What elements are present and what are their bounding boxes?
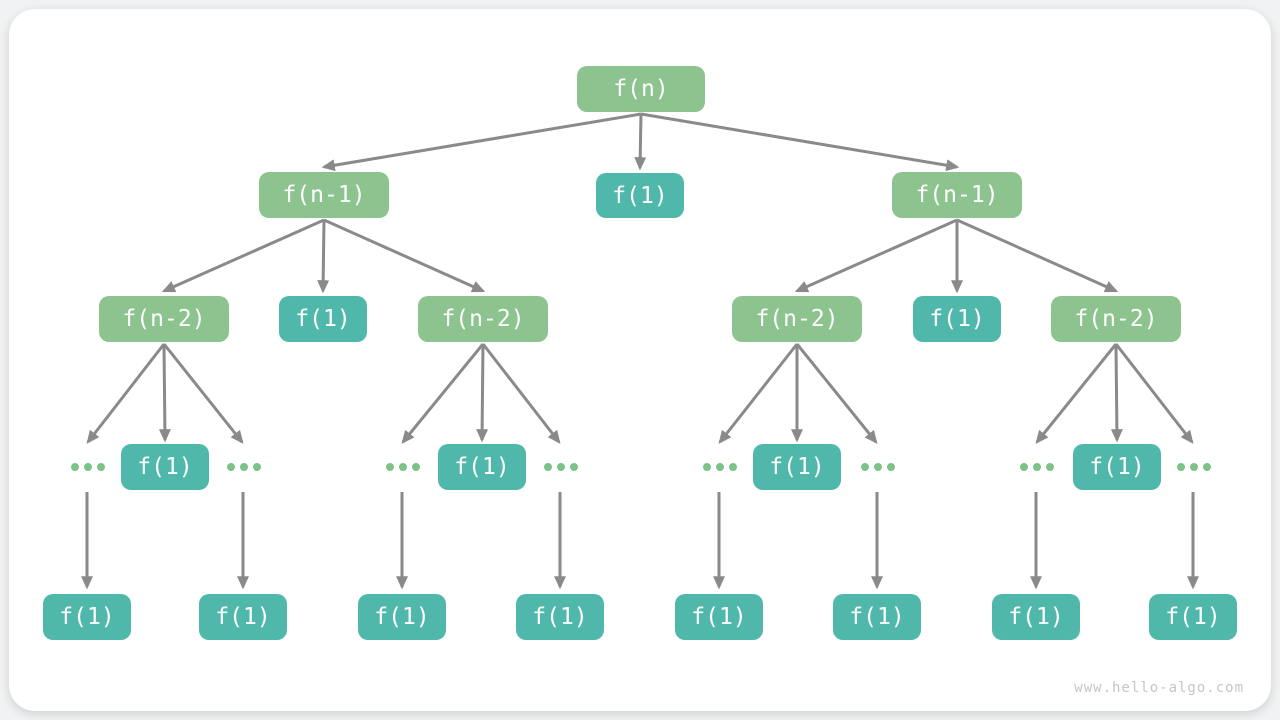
tree-node-f-1: f(1)	[675, 594, 763, 640]
ellipsis-node	[71, 463, 105, 471]
tree-node-f-n-2: f(n-2)	[418, 296, 548, 342]
dot	[716, 463, 724, 471]
tree-edge	[956, 218, 1119, 293]
dot	[399, 463, 407, 471]
tree-edge	[794, 218, 958, 293]
tree-node-f-n-2: f(n-2)	[99, 296, 229, 342]
dot	[1203, 463, 1211, 471]
dot	[729, 463, 737, 471]
tree-edge	[161, 218, 325, 293]
tree-node-f-1: f(1)	[438, 444, 526, 490]
tree-edge	[476, 343, 489, 443]
dot	[703, 463, 711, 471]
tree-edge	[1110, 343, 1123, 443]
tree-edge	[317, 219, 330, 294]
tree-node-f-n-2: f(n-2)	[1051, 296, 1181, 342]
tree-node-f-1: f(1)	[43, 594, 131, 640]
tree-node-f-n-2: f(n-2)	[732, 296, 862, 342]
tree-node-f-1: f(1)	[833, 594, 921, 640]
ellipsis-node	[544, 463, 578, 471]
ellipsis-node	[386, 463, 420, 471]
dot	[84, 463, 92, 471]
tree-edge	[1114, 343, 1194, 444]
watermark: www.hello-algo.com	[1074, 680, 1244, 696]
tree-edge	[158, 343, 171, 443]
tree-edge	[481, 343, 561, 444]
dot	[1033, 463, 1041, 471]
dot	[570, 463, 578, 471]
tree-edge	[321, 112, 642, 172]
dot	[887, 463, 895, 471]
ellipsis-node	[1020, 463, 1054, 471]
dot	[874, 463, 882, 471]
tree-edge	[640, 112, 960, 172]
tree-node-f-1: f(1)	[279, 296, 367, 342]
dot	[1177, 463, 1185, 471]
tree-node-f-n: f(n)	[577, 66, 705, 112]
dot	[557, 463, 565, 471]
tree-edge	[634, 113, 647, 171]
tree-edge	[718, 343, 799, 444]
ellipsis-node	[227, 463, 261, 471]
tree-node-f-1: f(1)	[1073, 444, 1161, 490]
dot	[240, 463, 248, 471]
tree-edge	[162, 343, 244, 444]
dot	[71, 463, 79, 471]
tree-edge	[323, 218, 486, 293]
tree-node-f-1: f(1)	[992, 594, 1080, 640]
tree-node-f-1: f(1)	[753, 444, 841, 490]
tree-node-f-1: f(1)	[199, 594, 287, 640]
tree-node-f-1: f(1)	[358, 594, 446, 640]
tree-node-f-n-1: f(n-1)	[259, 172, 389, 218]
tree-edge	[86, 343, 166, 444]
dot	[412, 463, 420, 471]
dot	[97, 463, 105, 471]
ellipsis-node	[1177, 463, 1211, 471]
tree-node-f-1: f(1)	[913, 296, 1001, 342]
dot	[253, 463, 261, 471]
tree-node-f-1: f(1)	[516, 594, 604, 640]
dot	[1190, 463, 1198, 471]
tree-node-f-n-1: f(n-1)	[892, 172, 1022, 218]
dot	[386, 463, 394, 471]
tree-edge	[795, 343, 878, 444]
ellipsis-node	[861, 463, 895, 471]
tree-edge	[401, 343, 485, 444]
ellipsis-node	[703, 463, 737, 471]
tree-node-f-1: f(1)	[596, 173, 684, 218]
tree-node-f-1: f(1)	[1149, 594, 1237, 640]
tree-edge	[1035, 343, 1118, 444]
dot	[544, 463, 552, 471]
dot	[227, 463, 235, 471]
tree-node-f-1: f(1)	[121, 444, 209, 490]
dot	[861, 463, 869, 471]
dot	[1020, 463, 1028, 471]
dot	[1046, 463, 1054, 471]
